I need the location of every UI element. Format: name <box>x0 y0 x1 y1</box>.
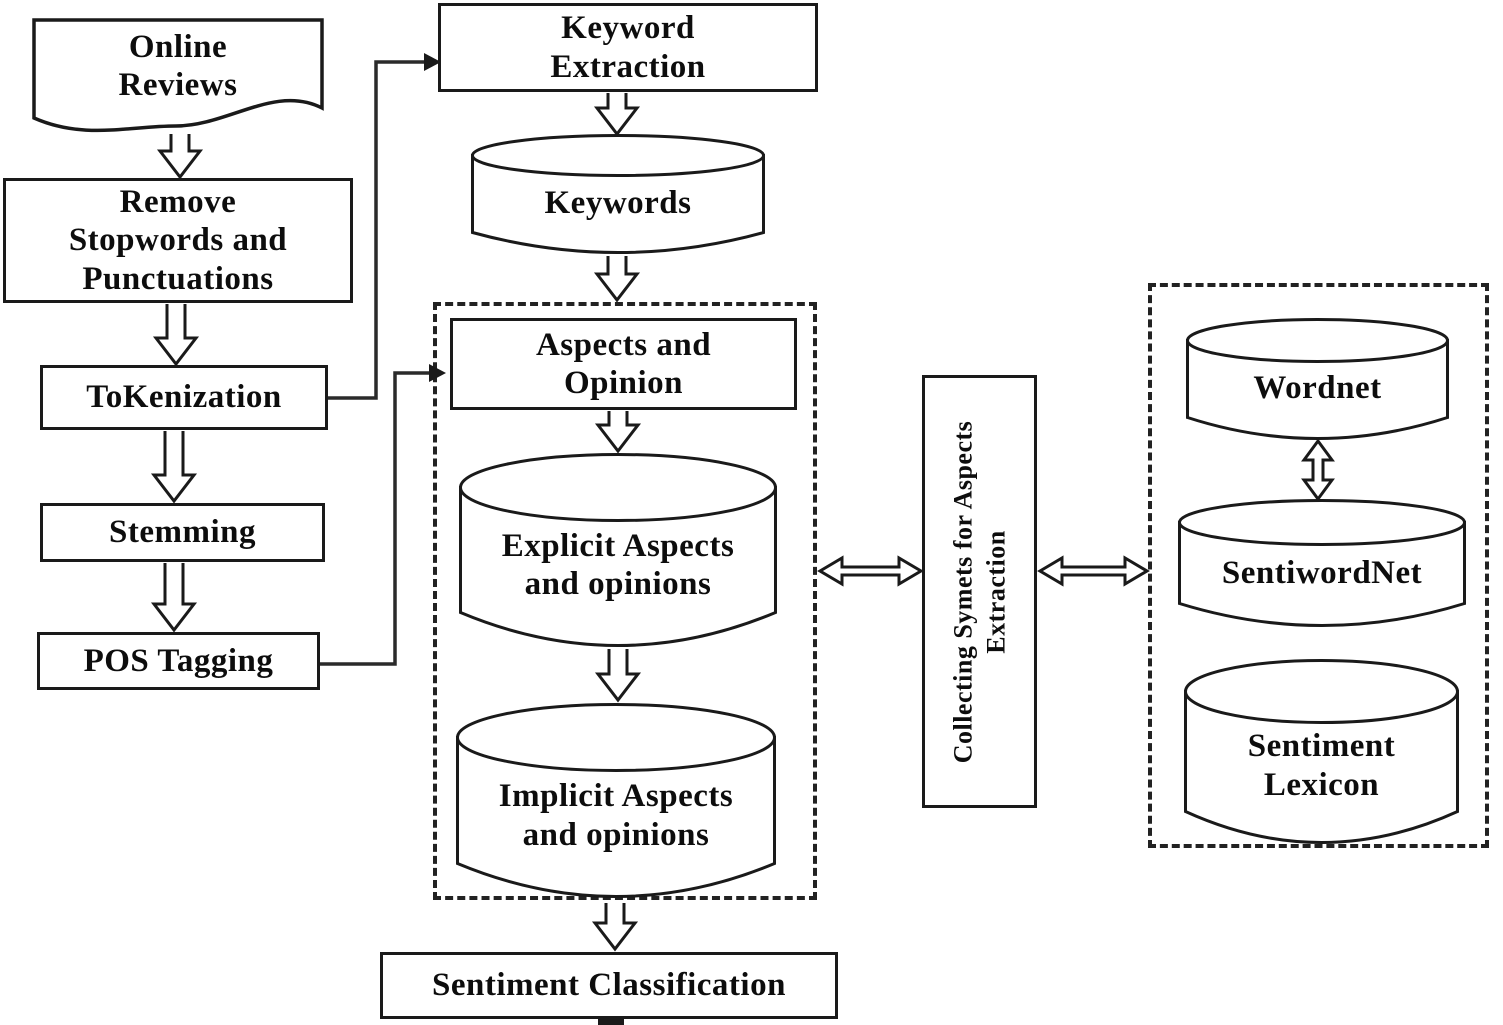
arrow-keywords-to-aspects-group-icon <box>593 256 641 303</box>
node-explicit-aspects-label: Explicit Aspects and opinions <box>501 527 735 602</box>
arrowhead-into-aspects-opinion-icon <box>429 364 446 382</box>
double-arrow-wordnet-sentiwordnet-icon <box>1301 438 1335 502</box>
node-aspects-opinion-label: Aspects and Opinion <box>535 326 712 401</box>
arrow-online-reviews-to-remove-stopwords-icon <box>156 134 204 180</box>
aspects-extraction-dashed-group <box>433 302 817 900</box>
arrow-stub-below-sentiment-classification-icon <box>598 1015 624 1025</box>
node-sentiment-lexicon-label: Sentiment Lexicon <box>1247 728 1396 803</box>
node-pos-tagging-label: POS Tagging <box>83 642 274 679</box>
node-keyword-extraction: Keyword Extraction <box>438 3 818 92</box>
arrow-explicit-to-implicit-icon <box>594 649 642 703</box>
node-collecting-synsets: Collecting Symets for Aspects Extraction <box>922 375 1037 808</box>
node-sentiment-classification: Sentiment Classification <box>380 952 838 1019</box>
connector-tokenization-to-keyword-extraction <box>328 60 424 400</box>
node-implicit-aspects-database: Implicit Aspects and opinions <box>455 702 777 899</box>
node-sentiment-lexicon-database: Sentiment Lexicon <box>1183 658 1460 845</box>
node-keywords-label: Keywords <box>544 184 692 221</box>
node-sentiwordnet-label: SentiwordNet <box>1221 554 1423 591</box>
node-wordnet-label: Wordnet <box>1253 370 1382 407</box>
node-tokenization: ToKenization <box>40 365 328 430</box>
node-keywords-database: Keywords <box>470 133 766 255</box>
node-sentiwordnet-database: SentiwordNet <box>1177 498 1467 628</box>
lexicon-resources-dashed-group <box>1148 283 1489 848</box>
arrow-tokenization-to-stemming-icon <box>150 431 198 504</box>
document-shape-icon <box>32 18 324 133</box>
node-sentiment-classification-label: Sentiment Classification <box>432 967 786 1004</box>
node-implicit-aspects-label: Implicit Aspects and opinions <box>498 778 734 853</box>
node-stemming-label: Stemming <box>109 514 256 551</box>
double-arrow-collecting-lexicons-icon <box>1037 555 1150 587</box>
double-arrow-aspects-group-collecting-icon <box>817 555 924 587</box>
node-collecting-synsets-label: Collecting Symets for Aspects Extraction <box>948 420 1010 763</box>
node-explicit-aspects-database: Explicit Aspects and opinions <box>458 452 778 648</box>
node-pos-tagging: POS Tagging <box>37 632 320 690</box>
arrowhead-into-keyword-extraction-icon <box>424 53 441 71</box>
node-stemming: Stemming <box>40 503 325 562</box>
connector-pos-tagging-to-aspects-opinion <box>320 371 429 666</box>
node-online-reviews: Online Reviews <box>32 18 324 136</box>
arrow-remove-stopwords-to-tokenization-icon <box>152 304 200 367</box>
node-remove-stopwords: Remove Stopwords and Punctuations <box>3 178 353 303</box>
arrow-keyword-extraction-to-keywords-icon <box>593 93 641 137</box>
node-remove-stopwords-label: Remove Stopwords and Punctuations <box>68 184 288 297</box>
arrow-aspects-opinion-to-explicit-icon <box>594 411 642 454</box>
node-wordnet-database: Wordnet <box>1185 317 1450 441</box>
node-keyword-extraction-label: Keyword Extraction <box>550 10 706 85</box>
arrow-stemming-to-pos-tagging-icon <box>150 563 198 633</box>
node-tokenization-label: ToKenization <box>86 379 282 416</box>
arrow-group-to-sentiment-classification-icon <box>591 903 639 952</box>
node-aspects-opinion: Aspects and Opinion <box>450 318 797 410</box>
node-online-reviews-label: Online Reviews <box>118 28 238 103</box>
